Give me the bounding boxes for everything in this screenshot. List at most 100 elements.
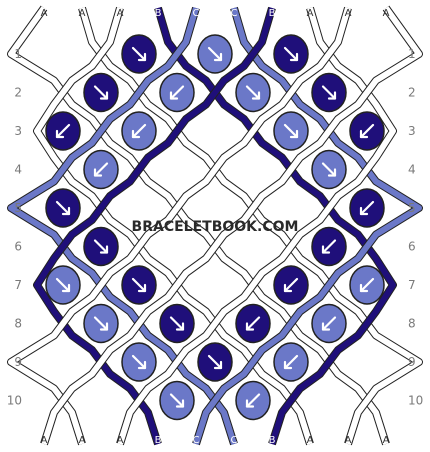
arrow-icon [131, 277, 147, 293]
strand-letter-top: A [41, 8, 48, 19]
arrow-head-icon [283, 283, 293, 293]
knot-grid [45, 34, 385, 421]
row-number-right: 2 [408, 86, 416, 100]
knot [349, 265, 385, 305]
strand-10 [41, 6, 422, 445]
knot [273, 342, 309, 382]
knot [311, 303, 347, 344]
row-number-right: 6 [408, 240, 416, 254]
arrow-icon [131, 123, 147, 139]
arrow-icon [55, 123, 71, 139]
knot [83, 72, 119, 113]
arrow-head-icon [359, 129, 369, 139]
arrow-icon [321, 239, 337, 254]
arrow-head-icon [137, 360, 147, 370]
arrow-head-icon [289, 129, 299, 139]
knot [121, 265, 157, 305]
strand-letter-top: A [79, 8, 86, 19]
row-number-right: 8 [408, 317, 416, 331]
row-number-right: 3 [408, 124, 416, 138]
arrow-icon [359, 200, 375, 216]
arrow-icon [321, 316, 337, 331]
row-number-right: 9 [408, 355, 416, 369]
knot [197, 342, 233, 382]
knot [83, 303, 119, 344]
watermark: BRACELETBOOK.COM [132, 219, 299, 235]
arrow-icon [93, 316, 109, 331]
strand-letter-top: C [231, 8, 238, 19]
arrow-icon [283, 46, 299, 62]
arrow-icon [93, 162, 109, 177]
row-number-right: 1 [408, 47, 416, 61]
row-number-left: 6 [14, 240, 22, 254]
arrow-icon [321, 162, 337, 177]
row-number-left: 7 [14, 278, 22, 292]
strand-letter-top: A [383, 8, 390, 19]
arrow-icon [321, 85, 337, 100]
arrow-icon [55, 200, 71, 216]
strand-8 [117, 7, 396, 445]
arrow-icon [245, 393, 261, 408]
arrow-head-icon [251, 91, 261, 100]
arrow-head-icon [99, 322, 109, 331]
arrow-icon [169, 316, 185, 331]
row-number-right: 7 [408, 278, 416, 292]
strand-letter-top: A [117, 8, 124, 19]
knot [121, 111, 157, 151]
knot [235, 303, 271, 344]
knot [235, 380, 271, 421]
strand-letter-bottom: A [79, 435, 86, 446]
arrow-head-icon [99, 245, 109, 254]
arrow-head-icon [327, 168, 337, 177]
arrow-head-icon [327, 91, 337, 100]
row-number-left: 4 [14, 163, 22, 177]
arrow-head-icon [213, 360, 223, 370]
arrow-icon [93, 85, 109, 100]
strand-7 [34, 7, 275, 445]
arrow-icon [93, 239, 109, 254]
row-number-right: 5 [408, 201, 416, 215]
knot [235, 72, 271, 113]
arrow-head-icon [175, 399, 185, 408]
row-number-left: 9 [14, 355, 22, 369]
arrow-icon [245, 316, 261, 331]
strand-letter-top: C [193, 8, 200, 19]
knot [45, 188, 81, 228]
arrow-icon [55, 277, 71, 293]
strand-4 [155, 7, 396, 445]
strand-letter-bottom: C [193, 435, 200, 446]
knot [83, 226, 119, 267]
row-number-left: 5 [14, 201, 22, 215]
arrow-icon [283, 277, 299, 293]
strand-letter-bottom: B [269, 435, 276, 446]
strand-letter-bottom: A [117, 435, 124, 446]
knot [83, 149, 119, 190]
row-number-left: 10 [7, 394, 22, 408]
strand-letter-top: A [345, 8, 352, 19]
arrow-head-icon [321, 245, 331, 254]
knot [349, 111, 385, 151]
arrow-head-icon [175, 322, 185, 331]
strand-letter-bottom: A [307, 435, 314, 446]
row-number-right: 4 [408, 163, 416, 177]
arrow-head-icon [359, 283, 369, 293]
strand-letter-bottom: B [155, 435, 162, 446]
arrow-head-icon [55, 129, 65, 139]
arrow-head-icon [359, 206, 369, 216]
arrow-head-icon [245, 399, 255, 408]
knot [197, 34, 233, 74]
strand-letter-top: A [307, 8, 314, 19]
knot [273, 111, 309, 151]
knot [311, 72, 347, 113]
row-number-left: 2 [14, 86, 22, 100]
arrow-icon [207, 46, 223, 62]
arrow-icon [131, 354, 147, 370]
arrow-icon [283, 354, 299, 370]
strand-5 [8, 7, 237, 445]
arrow-head-icon [61, 206, 71, 216]
arrow-head-icon [137, 283, 147, 293]
knot [273, 34, 309, 74]
arrow-head-icon [61, 283, 71, 293]
row-number-left: 3 [14, 124, 22, 138]
